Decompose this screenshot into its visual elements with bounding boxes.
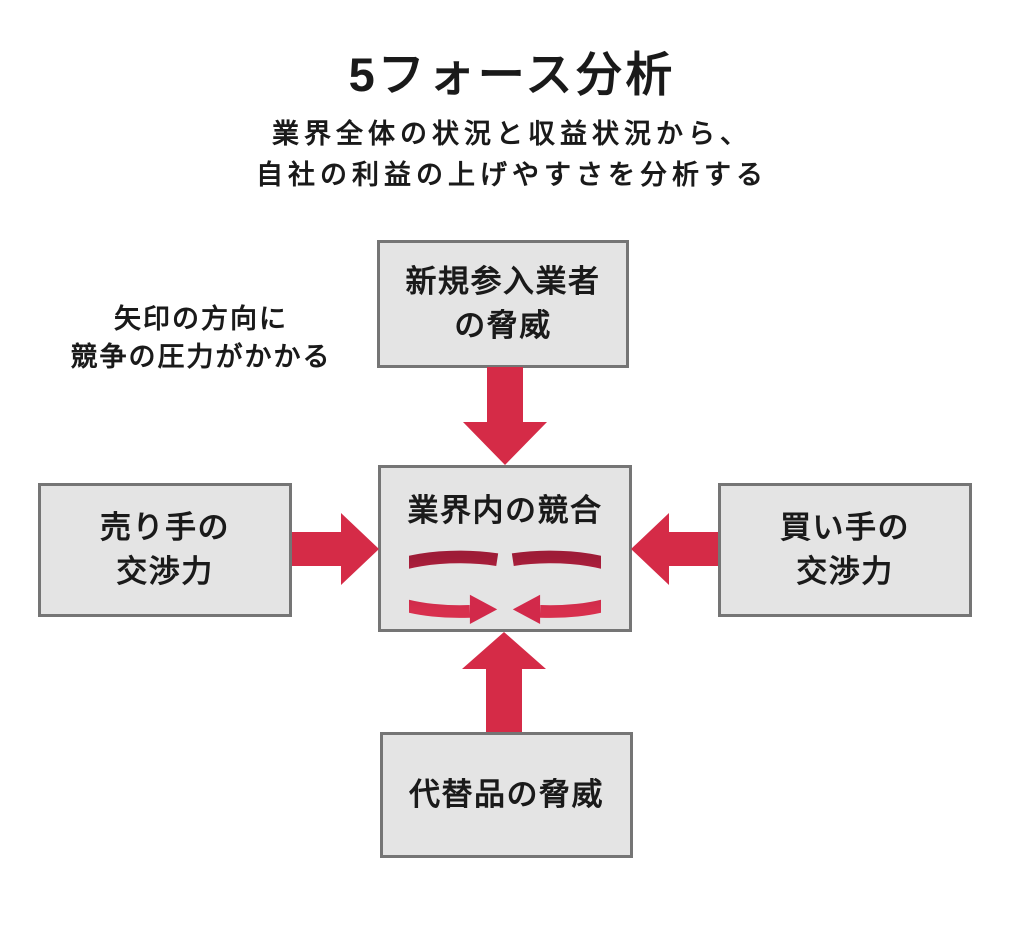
- subtitle-line-1: 業界全体の状況と収益状況から、: [272, 119, 752, 149]
- up-arrow-icon: [462, 632, 546, 732]
- box-rivalry: 業界内の競合: [378, 465, 632, 632]
- diagram-subtitle: 業界全体の状況と収益状況から、 自社の利益の上げやすさを分析する: [0, 114, 1024, 196]
- box-new-entrants-line-1: 新規参入業者: [405, 264, 601, 299]
- box-suppliers: 売り手の 交渉力: [38, 483, 292, 617]
- arrow-direction-note: 矢印の方向に 競争の圧力がかかる: [36, 300, 366, 376]
- box-new-entrants: 新規参入業者 の脅威: [377, 240, 629, 368]
- box-suppliers-line-2: 交渉力: [116, 554, 214, 589]
- box-buyers-line-1: 買い手の: [780, 510, 910, 545]
- box-buyers-line-2: 交渉力: [796, 554, 894, 589]
- left-arrow-icon: [631, 513, 718, 585]
- box-new-entrants-line-2: の脅威: [454, 308, 552, 343]
- note-line-1: 矢印の方向に: [114, 304, 288, 334]
- note-line-2: 競争の圧力がかかる: [70, 342, 332, 372]
- down-arrow-icon: [463, 367, 547, 465]
- box-buyers: 買い手の 交渉力: [718, 483, 972, 617]
- box-substitutes: 代替品の脅威: [380, 732, 633, 858]
- right-arrow-icon: [292, 513, 379, 585]
- subtitle-line-2: 自社の利益の上げやすさを分析する: [256, 160, 768, 190]
- box-suppliers-line-1: 売り手の: [100, 510, 230, 545]
- box-substitutes-label: 代替品の脅威: [409, 777, 604, 812]
- diagram-title: 5フォース分析: [348, 48, 676, 101]
- rotation-cycle-icon: [409, 550, 601, 625]
- box-rivalry-label: 業界内の競合: [407, 493, 603, 528]
